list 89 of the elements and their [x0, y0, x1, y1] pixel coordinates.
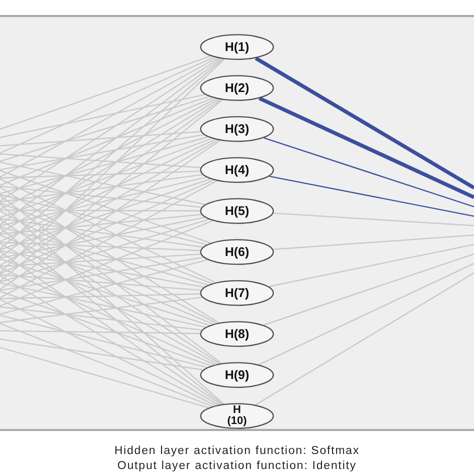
connection-line [258, 96, 474, 200]
connection-line [269, 176, 474, 217]
connection-line [0, 226, 208, 286]
activation-note: Output layer activation function: Identity [117, 460, 357, 472]
neuron-node [200, 116, 274, 142]
node-label: H(6) [224, 246, 250, 258]
connection-line [0, 178, 210, 250]
connection-line [0, 322, 213, 407]
connection-line [0, 97, 214, 186]
connection-line [0, 258, 210, 326]
connection-line [258, 262, 474, 366]
connection-line [0, 136, 208, 194]
connection-line [0, 94, 206, 138]
node-label: H(8) [224, 328, 250, 340]
connection-line [0, 234, 214, 325]
connection-line [0, 96, 210, 162]
connection-line [0, 98, 219, 234]
neuron-node [200, 321, 274, 347]
connection-line [0, 162, 206, 205]
connection-line [0, 202, 212, 284]
connection-line [0, 346, 209, 408]
node-label: H(5) [224, 204, 250, 218]
connection-line [273, 234, 474, 250]
connection-line [273, 212, 474, 226]
connection-line [268, 244, 474, 288]
connection-line [0, 210, 200, 212]
connection-line [0, 293, 200, 300]
connection-line [0, 290, 212, 366]
connection-line [0, 194, 207, 246]
neuron-node [200, 75, 274, 101]
connection-line [0, 140, 218, 266]
connection-line [0, 338, 204, 370]
node-label: H(3) [224, 122, 250, 136]
node-label: H(2) [224, 82, 250, 94]
connection-line [0, 138, 216, 242]
node-label: H(1) [224, 40, 250, 54]
connection-line [0, 57, 218, 178]
node-label: H(4) [224, 164, 250, 176]
neuron-node [200, 362, 274, 388]
neuron-node [200, 157, 274, 183]
connection-line [0, 56, 211, 130]
connection-line [0, 298, 216, 406]
connection-line [264, 137, 474, 208]
connection-line [0, 242, 200, 252]
connection-line [0, 214, 202, 235]
connection-line [0, 153, 201, 168]
connection-line [0, 216, 205, 259]
connection-line [0, 186, 220, 324]
activation-note: Hidden layer activation function: Softmax [114, 445, 360, 457]
connection-line [0, 282, 206, 328]
connection-line [0, 210, 216, 324]
connection-line [0, 186, 202, 208]
connection-line [0, 250, 204, 288]
connection-line [0, 296, 202, 324]
neuron-node [200, 34, 274, 60]
connection-line [0, 242, 218, 365]
neuron-node [200, 280, 274, 306]
connection-line [255, 272, 474, 406]
connection-line [0, 259, 208, 315]
connection-line [0, 170, 211, 244]
connection-line [0, 218, 209, 283]
connection-line [0, 266, 215, 366]
connection-line [0, 131, 201, 146]
connection-line [0, 176, 206, 226]
neuron-node [200, 198, 274, 224]
connection-line [0, 170, 200, 179]
connection-line [0, 218, 203, 248]
connection-line [254, 56, 474, 190]
connection-line [0, 220, 213, 307]
connection-line [0, 56, 214, 154]
connection-line [0, 275, 218, 406]
neuron-node [200, 403, 274, 429]
connection-line [0, 274, 201, 291]
connection-line [0, 314, 208, 368]
connection-line [0, 174, 203, 202]
connection-line [0, 138, 212, 218]
node-label: H(7) [224, 286, 250, 300]
connection-line [0, 330, 200, 334]
node-label: H(9) [224, 368, 250, 382]
connection-line [0, 58, 220, 202]
neuron-node [200, 239, 274, 265]
connection-line [0, 256, 204, 291]
connection-line [0, 140, 220, 290]
connection-line [0, 134, 204, 170]
node-label: H (10) [227, 405, 247, 427]
connection-line [264, 253, 474, 326]
connection-line [0, 254, 201, 267]
connection-line [0, 306, 202, 331]
connection-line [0, 98, 216, 210]
